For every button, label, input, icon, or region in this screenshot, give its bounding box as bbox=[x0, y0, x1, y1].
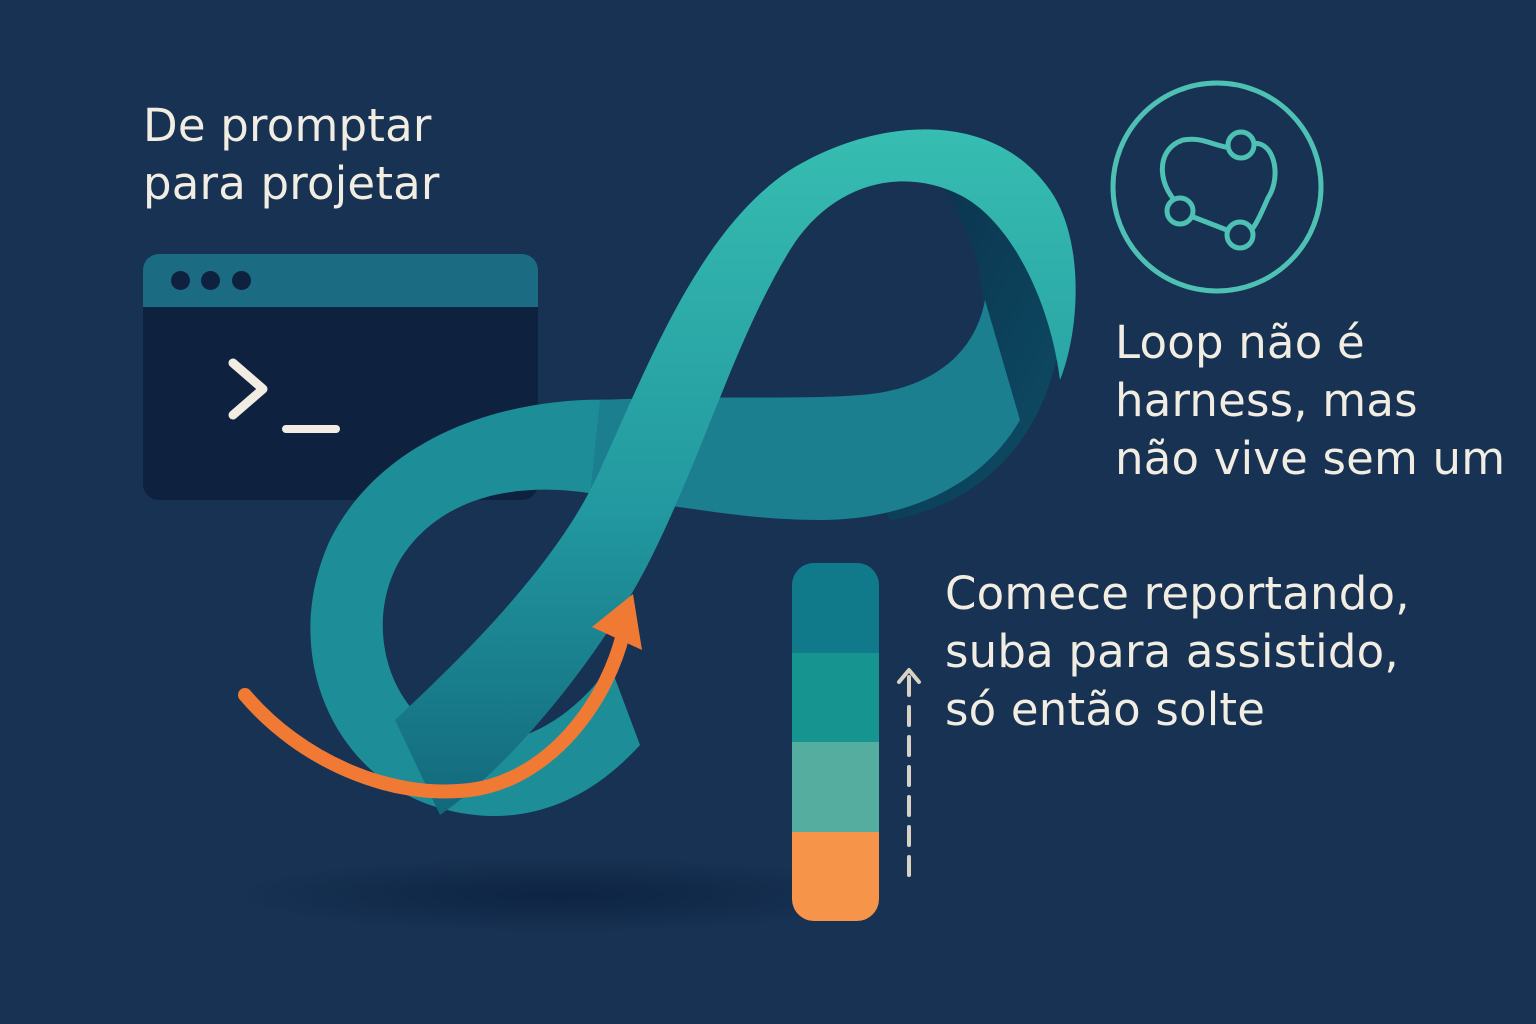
rollout-line-1: Comece reportando, bbox=[945, 567, 1410, 620]
curved-arrow-head-icon bbox=[592, 594, 642, 650]
stage-bar bbox=[792, 563, 879, 921]
harness-line-3: não vive sem um bbox=[1115, 432, 1506, 485]
loop-nodes-icon bbox=[1110, 80, 1324, 294]
window-dot-icon bbox=[201, 271, 220, 290]
window-dot-icon bbox=[232, 271, 251, 290]
stage-segment-1 bbox=[792, 563, 879, 653]
rollout-line-2: suba para assistido, bbox=[945, 625, 1399, 678]
rollout-line-3: só então solte bbox=[945, 683, 1266, 736]
ribbon-lower-loop bbox=[310, 399, 640, 817]
harness-line-1: Loop não é bbox=[1115, 316, 1365, 369]
ribbon-cross-band bbox=[590, 300, 1020, 520]
window-dot-icon bbox=[171, 271, 190, 290]
dashed-up-arrow-icon bbox=[897, 668, 921, 877]
stage-segment-2 bbox=[792, 652, 879, 742]
rollout-note: Comece reportando, suba para assistido, … bbox=[945, 565, 1410, 739]
ribbon-shadow bbox=[230, 857, 890, 933]
terminal-prompt-icon bbox=[228, 358, 340, 433]
curved-arrow-icon bbox=[238, 618, 632, 799]
stage-segment-3 bbox=[792, 742, 879, 832]
page-title: De promptar para projetar bbox=[143, 97, 440, 213]
title-line-1: De promptar bbox=[143, 99, 432, 152]
terminal-title-bar bbox=[143, 254, 538, 307]
harness-note: Loop não é harness, mas não vive sem um bbox=[1115, 314, 1505, 488]
harness-line-2: harness, mas bbox=[1115, 374, 1418, 427]
ribbon-main-strand bbox=[395, 129, 1076, 815]
title-line-2: para projetar bbox=[143, 157, 440, 210]
stage-segment-4 bbox=[792, 831, 879, 921]
